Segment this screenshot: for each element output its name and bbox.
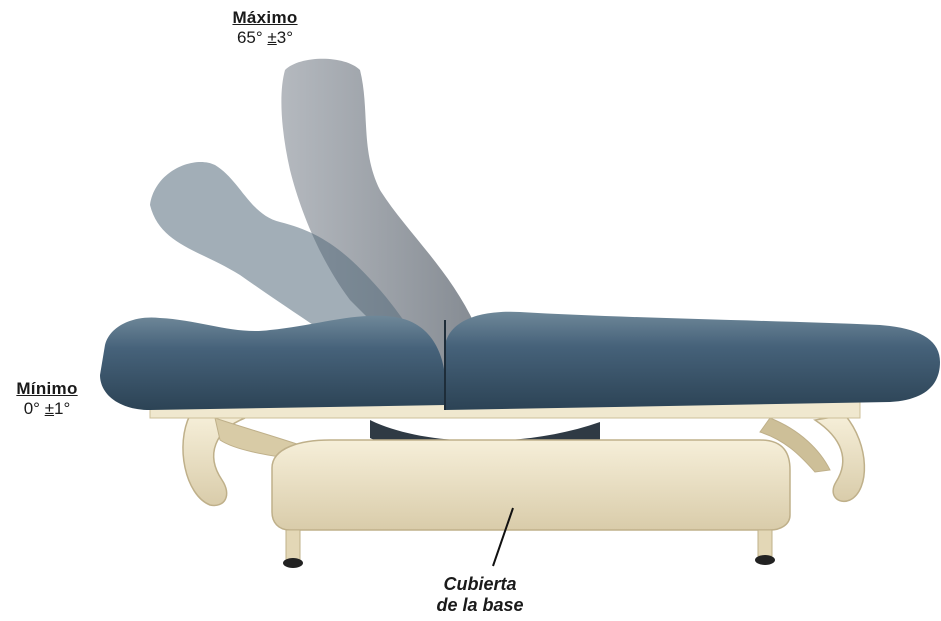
right-foot-post — [758, 530, 772, 556]
maximum-tolerance: 3° — [277, 28, 293, 47]
maximum-angle: 65° — [237, 28, 263, 47]
minimum-title: Mínimo — [0, 379, 94, 399]
left-foot-pad — [283, 558, 303, 568]
maximum-value: 65° ±3° — [200, 28, 330, 48]
minimum-value: 0° ±1° — [0, 399, 94, 419]
minimum-angle-label: Mínimo 0° ±1° — [0, 379, 94, 418]
minimum-tolerance: 1° — [54, 399, 70, 418]
left-foot-post — [286, 530, 300, 560]
maximum-angle-label: Máximo 65° ±3° — [200, 8, 330, 47]
base-cover — [272, 440, 790, 530]
maximum-plus-minus: ± — [267, 28, 276, 47]
minimum-angle: 0° — [24, 399, 40, 418]
base-cover-label: Cubierta de la base — [405, 574, 555, 615]
table-base — [183, 415, 864, 568]
body-cushion — [445, 312, 940, 410]
head-cushion — [100, 316, 445, 410]
base-cover-line1: Cubierta — [405, 574, 555, 595]
minimum-plus-minus: ± — [45, 399, 54, 418]
mattress — [100, 312, 940, 410]
maximum-title: Máximo — [200, 8, 330, 28]
base-cover-line2: de la base — [405, 595, 555, 616]
right-foot-pad — [755, 555, 775, 565]
